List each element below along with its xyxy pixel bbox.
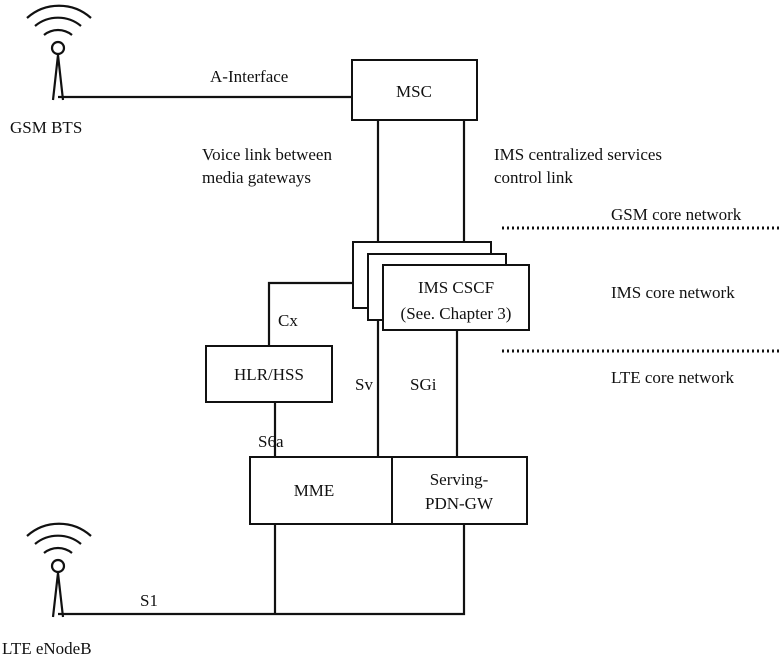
gw-s1-line (275, 524, 466, 616)
sgi-label: SGi (410, 375, 437, 394)
mme-label: MME (294, 481, 335, 500)
voice-link-label-line2: media gateways (202, 168, 311, 187)
msc-label: MSC (396, 82, 432, 101)
s6a-label: S6a (258, 432, 284, 451)
gsm-bts-antenna-icon (26, 4, 92, 101)
ims-cscf-front-box (382, 264, 530, 331)
lte-enodeb-label: LTE eNodeB (2, 639, 92, 658)
lte-enodeb-antenna-icon (26, 522, 92, 618)
sv-label: Sv (355, 375, 373, 394)
ims-cscf-stack: IMS CSCF (See. Chapter 3) (352, 241, 530, 331)
hlr-hss-box (205, 345, 333, 403)
lte-core-network-label: LTE core network (611, 368, 735, 387)
ims-control-label-line1: IMS centralized services (494, 145, 662, 164)
ims-cscf-chapter-note: (See. Chapter 3) (401, 304, 512, 323)
ims-core-network-label: IMS core network (611, 283, 735, 302)
serving-gw-label-line1: Serving- (430, 470, 489, 489)
msc-box (351, 59, 478, 121)
hlr-hss-label: HLR/HSS (234, 365, 304, 384)
cx-line (267, 281, 353, 346)
serving-gw-box (391, 456, 528, 525)
serving-gw-label-line2: PDN-GW (425, 494, 494, 513)
ims-cscf-label: IMS CSCF (418, 278, 494, 297)
mme-box (249, 456, 393, 525)
gsm-core-network-label: GSM core network (611, 205, 742, 224)
cx-label: Cx (278, 311, 298, 330)
s1-label: S1 (140, 591, 158, 610)
voice-link-label-line1: Voice link between (202, 145, 332, 164)
ims-control-label-line2: control link (494, 168, 573, 187)
a-interface-label: A-Interface (210, 67, 288, 86)
gsm-bts-label: GSM BTS (10, 118, 82, 137)
